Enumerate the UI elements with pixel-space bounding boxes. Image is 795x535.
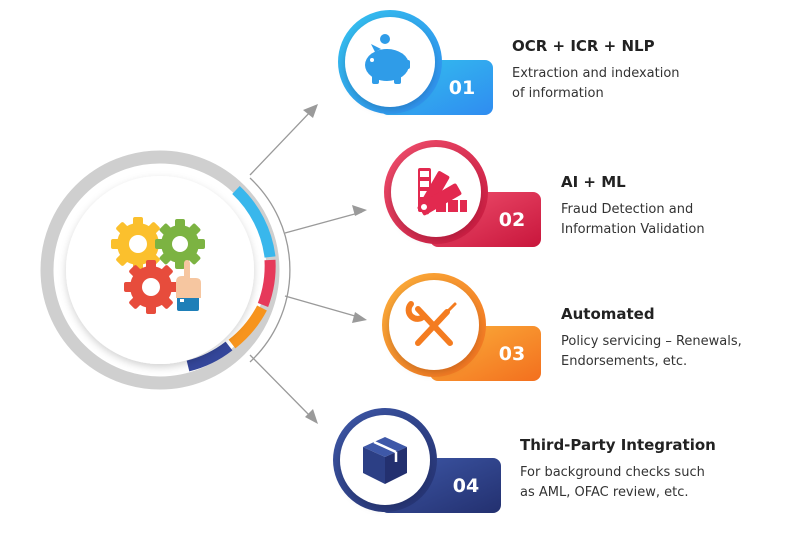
connector-arc [249,177,291,363]
hub-segment-blue [232,185,276,258]
step-02-number: 02 [499,209,525,231]
step-02-desc-line-2: Information Validation [561,222,705,237]
step-03-desc-line-1: Policy servicing – Renewals, [561,334,742,349]
step-01-desc: Extraction and indexation of information [512,64,680,104]
step-03-desc-line-2: Endorsements, etc. [561,354,688,369]
step-04-desc: For background checks such as AML, OFAC … [520,463,705,503]
step-04-number: 04 [453,475,479,497]
step-02-title: AI + ML [561,173,626,191]
step-01-desc-line-1: Extraction and indexation [512,66,680,81]
wrench-screwdriver-icon [405,301,457,346]
piggy-bank-icon [365,34,410,84]
step-01: 01 [338,10,493,115]
arrow-head-01 [303,104,318,118]
step-04: 04 [333,408,501,513]
hub-segment-red [257,259,276,307]
step-01-desc-line-2: of information [512,86,604,101]
hub-segment-navy [186,341,233,372]
arrow-line-03 [284,295,363,319]
arrow-line-01 [249,109,313,176]
step-03: 03 [382,273,541,381]
box-icon [363,437,407,484]
step-02: 02 [384,140,541,247]
step-03-number: 03 [499,343,525,365]
step-04-title: Third-Party Integration [520,436,716,454]
step-03-title: Automated [561,305,655,323]
arrow-head-04 [305,409,318,424]
step-03-desc: Policy servicing – Renewals, Endorsement… [561,332,742,372]
arrow-line-02 [284,211,363,234]
step-01-number: 01 [449,77,475,99]
arrow-head-03 [352,312,367,323]
hub-segment-orange [228,305,267,349]
step-01-title: OCR + ICR + NLP [512,37,655,55]
color-palette-icon [417,168,467,216]
step-04-desc-line-2: as AML, OFAC review, etc. [520,485,689,500]
arrow-head-02 [352,205,367,216]
step-02-desc: Fraud Detection and Information Validati… [561,200,705,240]
arrow-line-04 [249,354,313,419]
step-04-desc-line-1: For background checks such [520,465,705,480]
arrow-heads [303,104,367,424]
step-02-desc-line-1: Fraud Detection and [561,202,694,217]
connectors [249,109,363,419]
hub [40,150,280,390]
gears-hand-icon [111,217,205,314]
